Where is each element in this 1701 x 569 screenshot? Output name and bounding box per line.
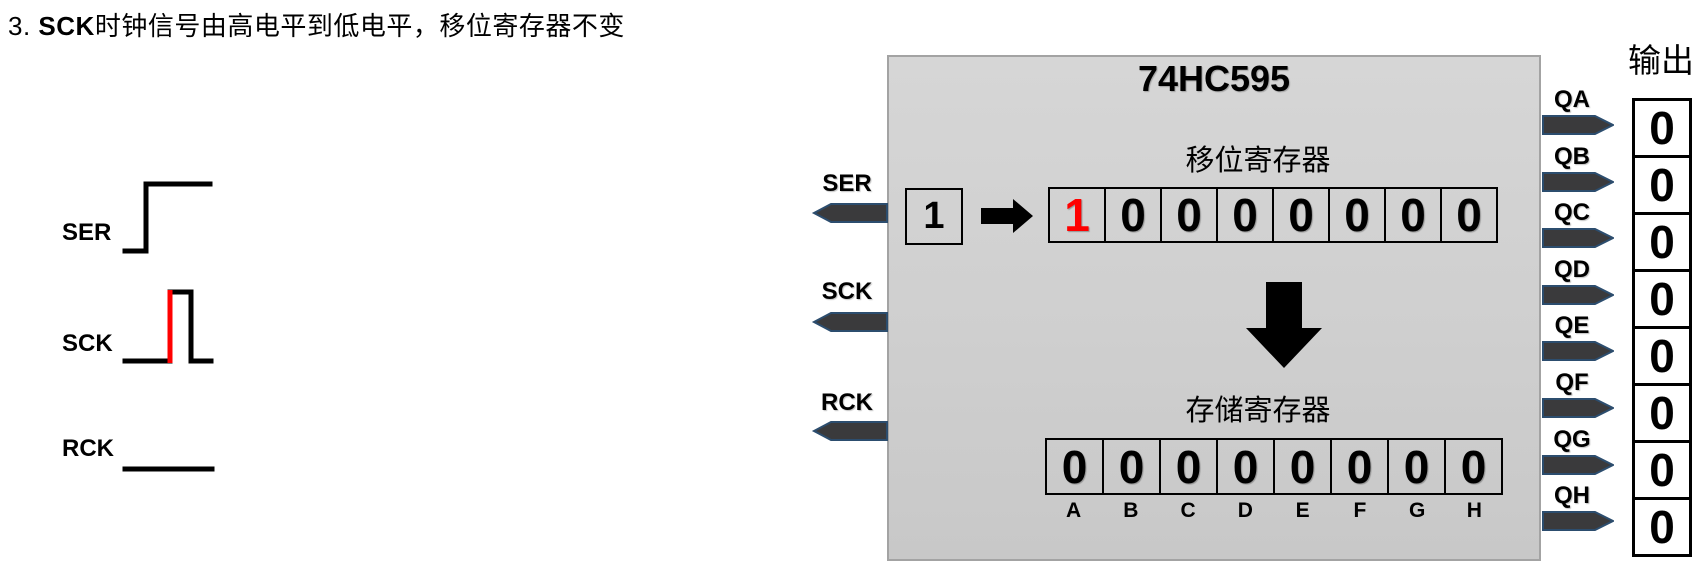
serial-input-bit-value: 1 bbox=[923, 195, 945, 237]
shift-register-cell: 0 bbox=[1328, 187, 1386, 243]
left-pin-label-sck: SCK bbox=[821, 278, 873, 305]
storage-cell-letter: A bbox=[1066, 499, 1082, 522]
output-value-cell: 0 bbox=[1632, 326, 1692, 386]
heading-text: 时钟信号由高电平到低电平，移位寄存器不变 bbox=[94, 11, 625, 41]
right-pin-label-qh: QH bbox=[1554, 482, 1590, 509]
storage-cell-letters: A B C D E F G H bbox=[1045, 499, 1503, 523]
right-pin-arrow-qb-icon bbox=[1542, 172, 1614, 192]
storage-cell-letter: C bbox=[1180, 499, 1196, 522]
right-pin-label-qc: QC bbox=[1554, 199, 1590, 226]
shift-register-cell: 0 bbox=[1440, 187, 1498, 243]
output-value-cell: 0 bbox=[1632, 98, 1692, 158]
right-pin-label-qf: QF bbox=[1555, 369, 1589, 396]
right-pin-arrow-qh-icon bbox=[1542, 511, 1614, 531]
shift-register-cell: 0 bbox=[1160, 187, 1218, 243]
storage-register-cell: 0 bbox=[1045, 438, 1104, 495]
output-value-cell: 0 bbox=[1632, 212, 1692, 272]
shift-register-cell: 0 bbox=[1216, 187, 1274, 243]
right-pin-arrow-qg-icon bbox=[1542, 455, 1614, 475]
right-pin-label-qd: QD bbox=[1554, 256, 1590, 283]
shift-register-label: 移位寄存器 bbox=[1185, 145, 1331, 177]
storage-register-cell: 0 bbox=[1444, 438, 1503, 495]
right-pin-label-qa: QA bbox=[1554, 86, 1590, 113]
storage-register-cell: 0 bbox=[1387, 438, 1446, 495]
heading-keyword: SCK bbox=[38, 11, 95, 41]
shift-register-cell: 0 bbox=[1104, 187, 1162, 243]
sck-waveform bbox=[122, 289, 214, 364]
chip-title: 74HC595 bbox=[1137, 58, 1291, 99]
storage-register-cell: 0 bbox=[1216, 438, 1275, 495]
timing-diagram: SER SCK RCK bbox=[62, 181, 215, 472]
shift-register-cell: 0 bbox=[1272, 187, 1330, 243]
storage-register-cell: 0 bbox=[1330, 438, 1389, 495]
timing-label-ser: SER bbox=[62, 219, 111, 246]
storage-register-cell: 0 bbox=[1102, 438, 1161, 495]
shift-register-cell: 0 bbox=[1384, 187, 1442, 243]
chip-body bbox=[887, 55, 1541, 561]
output-column-label: 输出 bbox=[1628, 42, 1694, 79]
storage-register-label: 存储寄存器 bbox=[1185, 395, 1331, 427]
left-pin-arrow-ser-icon bbox=[811, 203, 888, 223]
right-pin-arrow-qa-icon bbox=[1542, 115, 1614, 135]
storage-register-cell: 0 bbox=[1273, 438, 1332, 495]
latch-down-arrow-icon bbox=[1246, 282, 1322, 368]
left-pin-arrow-sck-icon bbox=[811, 312, 888, 332]
output-value-cell: 0 bbox=[1632, 440, 1692, 500]
right-pin-arrow-qf-icon bbox=[1542, 398, 1614, 418]
storage-cell-letter: B bbox=[1123, 499, 1139, 522]
right-pin-arrow-qc-icon bbox=[1542, 228, 1614, 248]
timing-label-rck: RCK bbox=[62, 435, 115, 462]
left-pin-arrow-rck-icon bbox=[811, 421, 888, 441]
output-value-cell: 0 bbox=[1632, 155, 1692, 215]
left-pin-label-rck: RCK bbox=[821, 389, 873, 416]
timing-label-sck: SCK bbox=[62, 330, 113, 357]
shift-register-cell: 1 bbox=[1048, 187, 1106, 243]
serial-input-bit-box: 1 bbox=[905, 188, 963, 245]
right-pin-arrow-qe-icon bbox=[1542, 341, 1614, 361]
output-value-cell: 0 bbox=[1632, 269, 1692, 329]
storage-cell-letter: H bbox=[1466, 499, 1482, 522]
storage-register-cell: 0 bbox=[1159, 438, 1218, 495]
storage-cell-letter: F bbox=[1353, 499, 1367, 522]
heading-number: 3. bbox=[8, 11, 31, 41]
right-pin-label-qe: QE bbox=[1554, 312, 1590, 339]
output-value-cell: 0 bbox=[1632, 497, 1692, 557]
right-pin-arrow-qd-icon bbox=[1542, 285, 1614, 305]
output-value-cell: 0 bbox=[1632, 383, 1692, 443]
page-heading: 3. SCK时钟信号由高电平到低电平，移位寄存器不变 bbox=[8, 6, 625, 43]
storage-cell-letter: D bbox=[1237, 499, 1253, 522]
storage-cell-letter: G bbox=[1408, 499, 1426, 522]
right-pin-label-qg: QG bbox=[1553, 426, 1591, 453]
ser-waveform bbox=[122, 181, 213, 254]
shift-in-arrow-icon bbox=[981, 199, 1033, 233]
storage-cell-letter: E bbox=[1295, 499, 1310, 522]
right-pin-label-qb: QB bbox=[1554, 143, 1590, 170]
left-pin-label-ser: SER bbox=[822, 170, 872, 197]
